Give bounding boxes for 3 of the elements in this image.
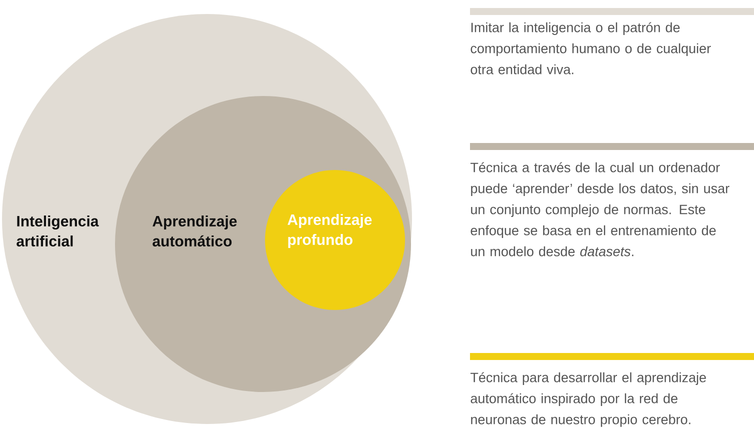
legend-text: Imitar la inteligencia o el patrón de comportamiento humano o de cualquier otra entidad viva. (470, 22, 711, 74)
legend-text: Técnica a través de la cual un ordenador puede ‘aprender’ desde los datos, sin usar un conjunto complejo de normas. Este enfoque se basa en el entrenamiento de un modelo desde datasets. (470, 162, 730, 256)
legend-text: Técnica para desarrollar el aprendizaje automático inspirado por la red de neuronas de nuestro propio cerebro. (470, 372, 706, 427)
